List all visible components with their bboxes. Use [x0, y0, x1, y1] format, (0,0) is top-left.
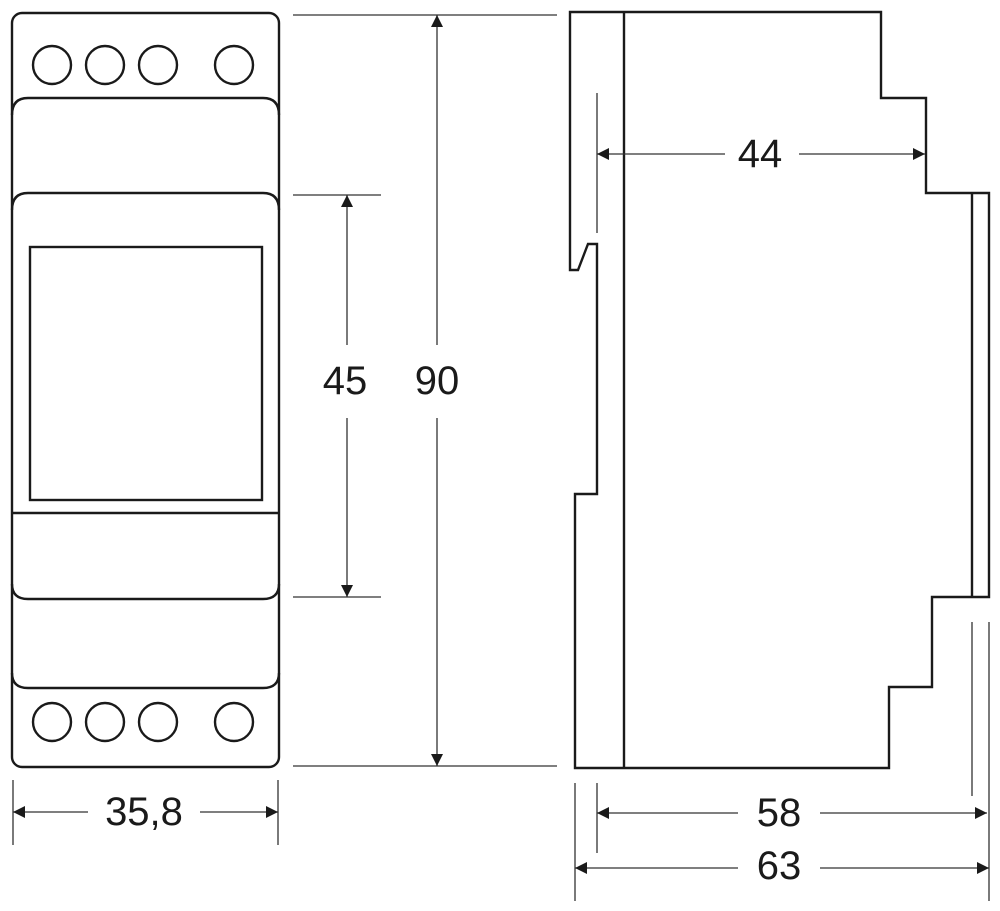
terminal-screw [137, 44, 179, 86]
dimension-total-height: 90 [293, 14, 557, 767]
dimension-window-height: 45 [293, 194, 381, 598]
dimension-label: 63 [757, 844, 802, 888]
side-housing-outline [568, 10, 991, 770]
front-view [10, 11, 281, 769]
dimension-label: 44 [738, 132, 783, 176]
front-band-line [10, 96, 281, 116]
terminal-screw [31, 701, 73, 743]
display-window [28, 245, 264, 502]
terminal-screw [213, 701, 255, 743]
front-band-line [10, 583, 281, 601]
front-housing [10, 11, 281, 769]
front-band-line [10, 672, 281, 690]
front-band-line [10, 191, 281, 211]
dimension-label: 58 [757, 791, 802, 835]
dimension-side-44: 44 [596, 93, 925, 233]
dimension-label: 45 [323, 359, 368, 403]
terminal-screw [213, 44, 255, 86]
dimension-side-58: 58 [596, 622, 987, 853]
top-terminals [31, 44, 255, 86]
terminal-screw [137, 701, 179, 743]
bottom-terminals [31, 701, 255, 743]
terminal-screw [84, 44, 126, 86]
terminal-screw [84, 701, 126, 743]
terminal-screw [31, 44, 73, 86]
dimension-side-63: 63 [574, 622, 990, 901]
dimension-label: 35,8 [105, 790, 183, 834]
dimension-front-width: 35,8 [12, 780, 279, 845]
dimension-label: 90 [415, 359, 460, 403]
side-view [568, 10, 991, 770]
